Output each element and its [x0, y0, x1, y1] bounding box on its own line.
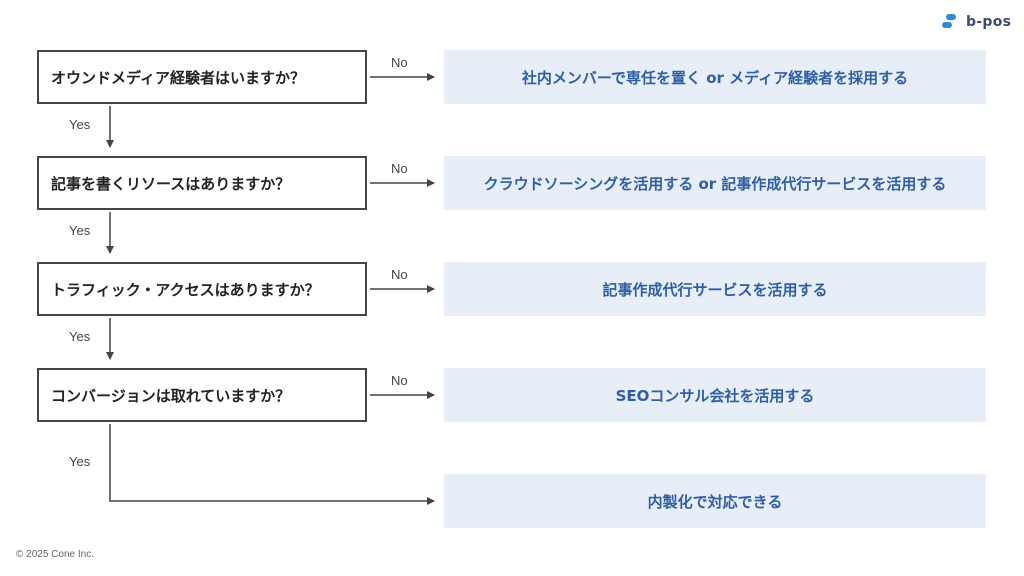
- no-label-4: No: [391, 373, 408, 388]
- outcome-box-2: クラウドソーシングを活用する or 記事作成代行サービスを活用する: [444, 156, 986, 210]
- question-box-4: コンバージョンは取れていますか？: [37, 368, 367, 422]
- copyright-text: © 2025 Cone Inc.: [16, 549, 94, 560]
- no-label-1: No: [391, 55, 408, 70]
- b-pos-logo-icon: [942, 14, 956, 28]
- outcome-box-3: 記事作成代行サービスを活用する: [444, 262, 986, 316]
- outcome-box-1: 社内メンバーで専任を置く or メディア経験者を採用する: [444, 50, 986, 104]
- yes-label-2: Yes: [69, 223, 91, 238]
- no-label-3: No: [391, 267, 408, 282]
- yes-label-1: Yes: [69, 117, 91, 132]
- outcome-box-5: 内製化で対応できる: [444, 474, 986, 528]
- question-box-1: オウンドメディア経験者はいますか？: [37, 50, 367, 104]
- brand-logo: b-pos: [940, 12, 1011, 32]
- yes-arrow-4: [109, 424, 435, 505]
- brand-name: b-pos: [966, 14, 1012, 30]
- question-box-2: 記事を書くリソースはありますか？: [37, 156, 367, 210]
- yes-label-3: Yes: [69, 329, 91, 344]
- yes-label-4: Yes: [69, 454, 91, 469]
- no-label-2: No: [391, 161, 408, 176]
- question-box-3: トラフィック・アクセスはありますか？: [37, 262, 367, 316]
- outcome-box-4: SEOコンサル会社を活用する: [444, 368, 986, 422]
